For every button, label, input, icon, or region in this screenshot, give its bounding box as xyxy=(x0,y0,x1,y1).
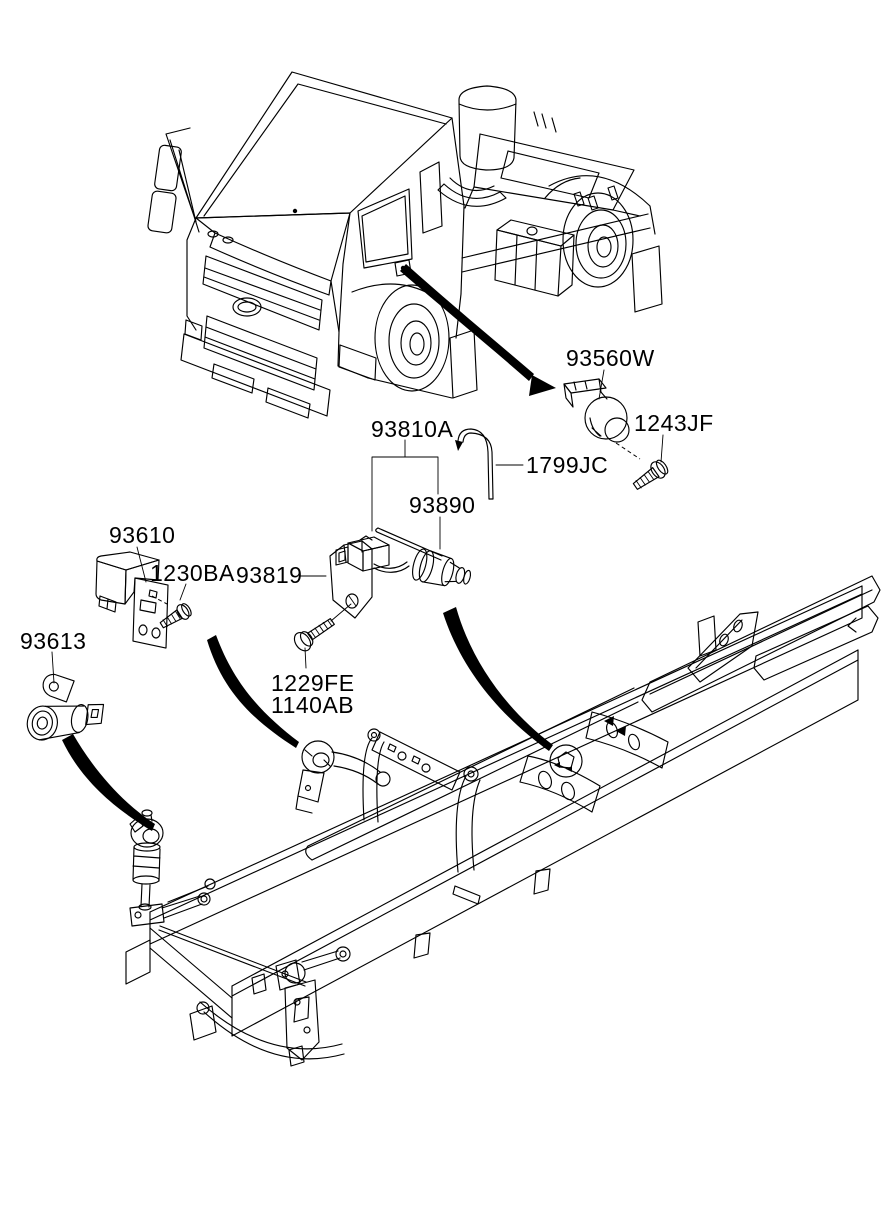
part-93613-switch xyxy=(26,673,105,741)
part-93560W-door-switch xyxy=(563,378,630,443)
part-number-93610[interactable]: 93610 xyxy=(109,522,175,548)
part-number-labels: 93560W 1243JF 93810A 1799JC 93890 93610 … xyxy=(20,345,714,718)
part-93890-switch xyxy=(412,548,472,587)
part-number-93890[interactable]: 93890 xyxy=(409,492,475,518)
arrow-wiring-to-frame xyxy=(443,607,553,751)
location-arrows xyxy=(62,264,556,831)
part-number-93810A[interactable]: 93810A xyxy=(371,416,453,442)
callout-leader-lines xyxy=(51,369,664,684)
part-number-1243JF[interactable]: 1243JF xyxy=(634,410,714,436)
part-1229FE-bolt xyxy=(293,618,335,652)
frame-switch-location-circle xyxy=(549,744,583,778)
part-number-1229FE[interactable]: 1229FE xyxy=(271,670,355,696)
arrow-bracket-to-frame xyxy=(207,635,299,748)
arrow-door-to-switch xyxy=(400,264,534,381)
part-93819-bracket xyxy=(329,540,373,619)
part-number-93560W[interactable]: 93560W xyxy=(566,345,655,371)
part-1799JC-hook xyxy=(455,428,494,500)
part-number-1230BA[interactable]: 1230BA xyxy=(150,560,235,586)
arrow-door-to-switch-head xyxy=(529,375,556,396)
part-number-93819[interactable]: 93819 xyxy=(236,562,302,588)
part-number-1799JC[interactable]: 1799JC xyxy=(526,452,608,478)
part-number-93613[interactable]: 93613 xyxy=(20,628,86,654)
part-93610-relay-unit xyxy=(95,551,169,649)
front-leveling-valve-assembly xyxy=(251,946,351,1067)
frame-mount-location-grommet xyxy=(295,740,391,814)
arrow-switch-to-valve xyxy=(62,734,155,831)
part-93810A-wiring-assembly xyxy=(335,527,472,587)
part-1230BA-screw xyxy=(159,603,192,629)
leveling-valve-assembly xyxy=(129,809,307,987)
part-1243JF-screw xyxy=(632,459,669,490)
chassis-frame-illustration xyxy=(125,575,881,1067)
part-number-1140AB[interactable]: 1140AB xyxy=(271,692,354,718)
truck-cab-illustration xyxy=(147,71,663,419)
